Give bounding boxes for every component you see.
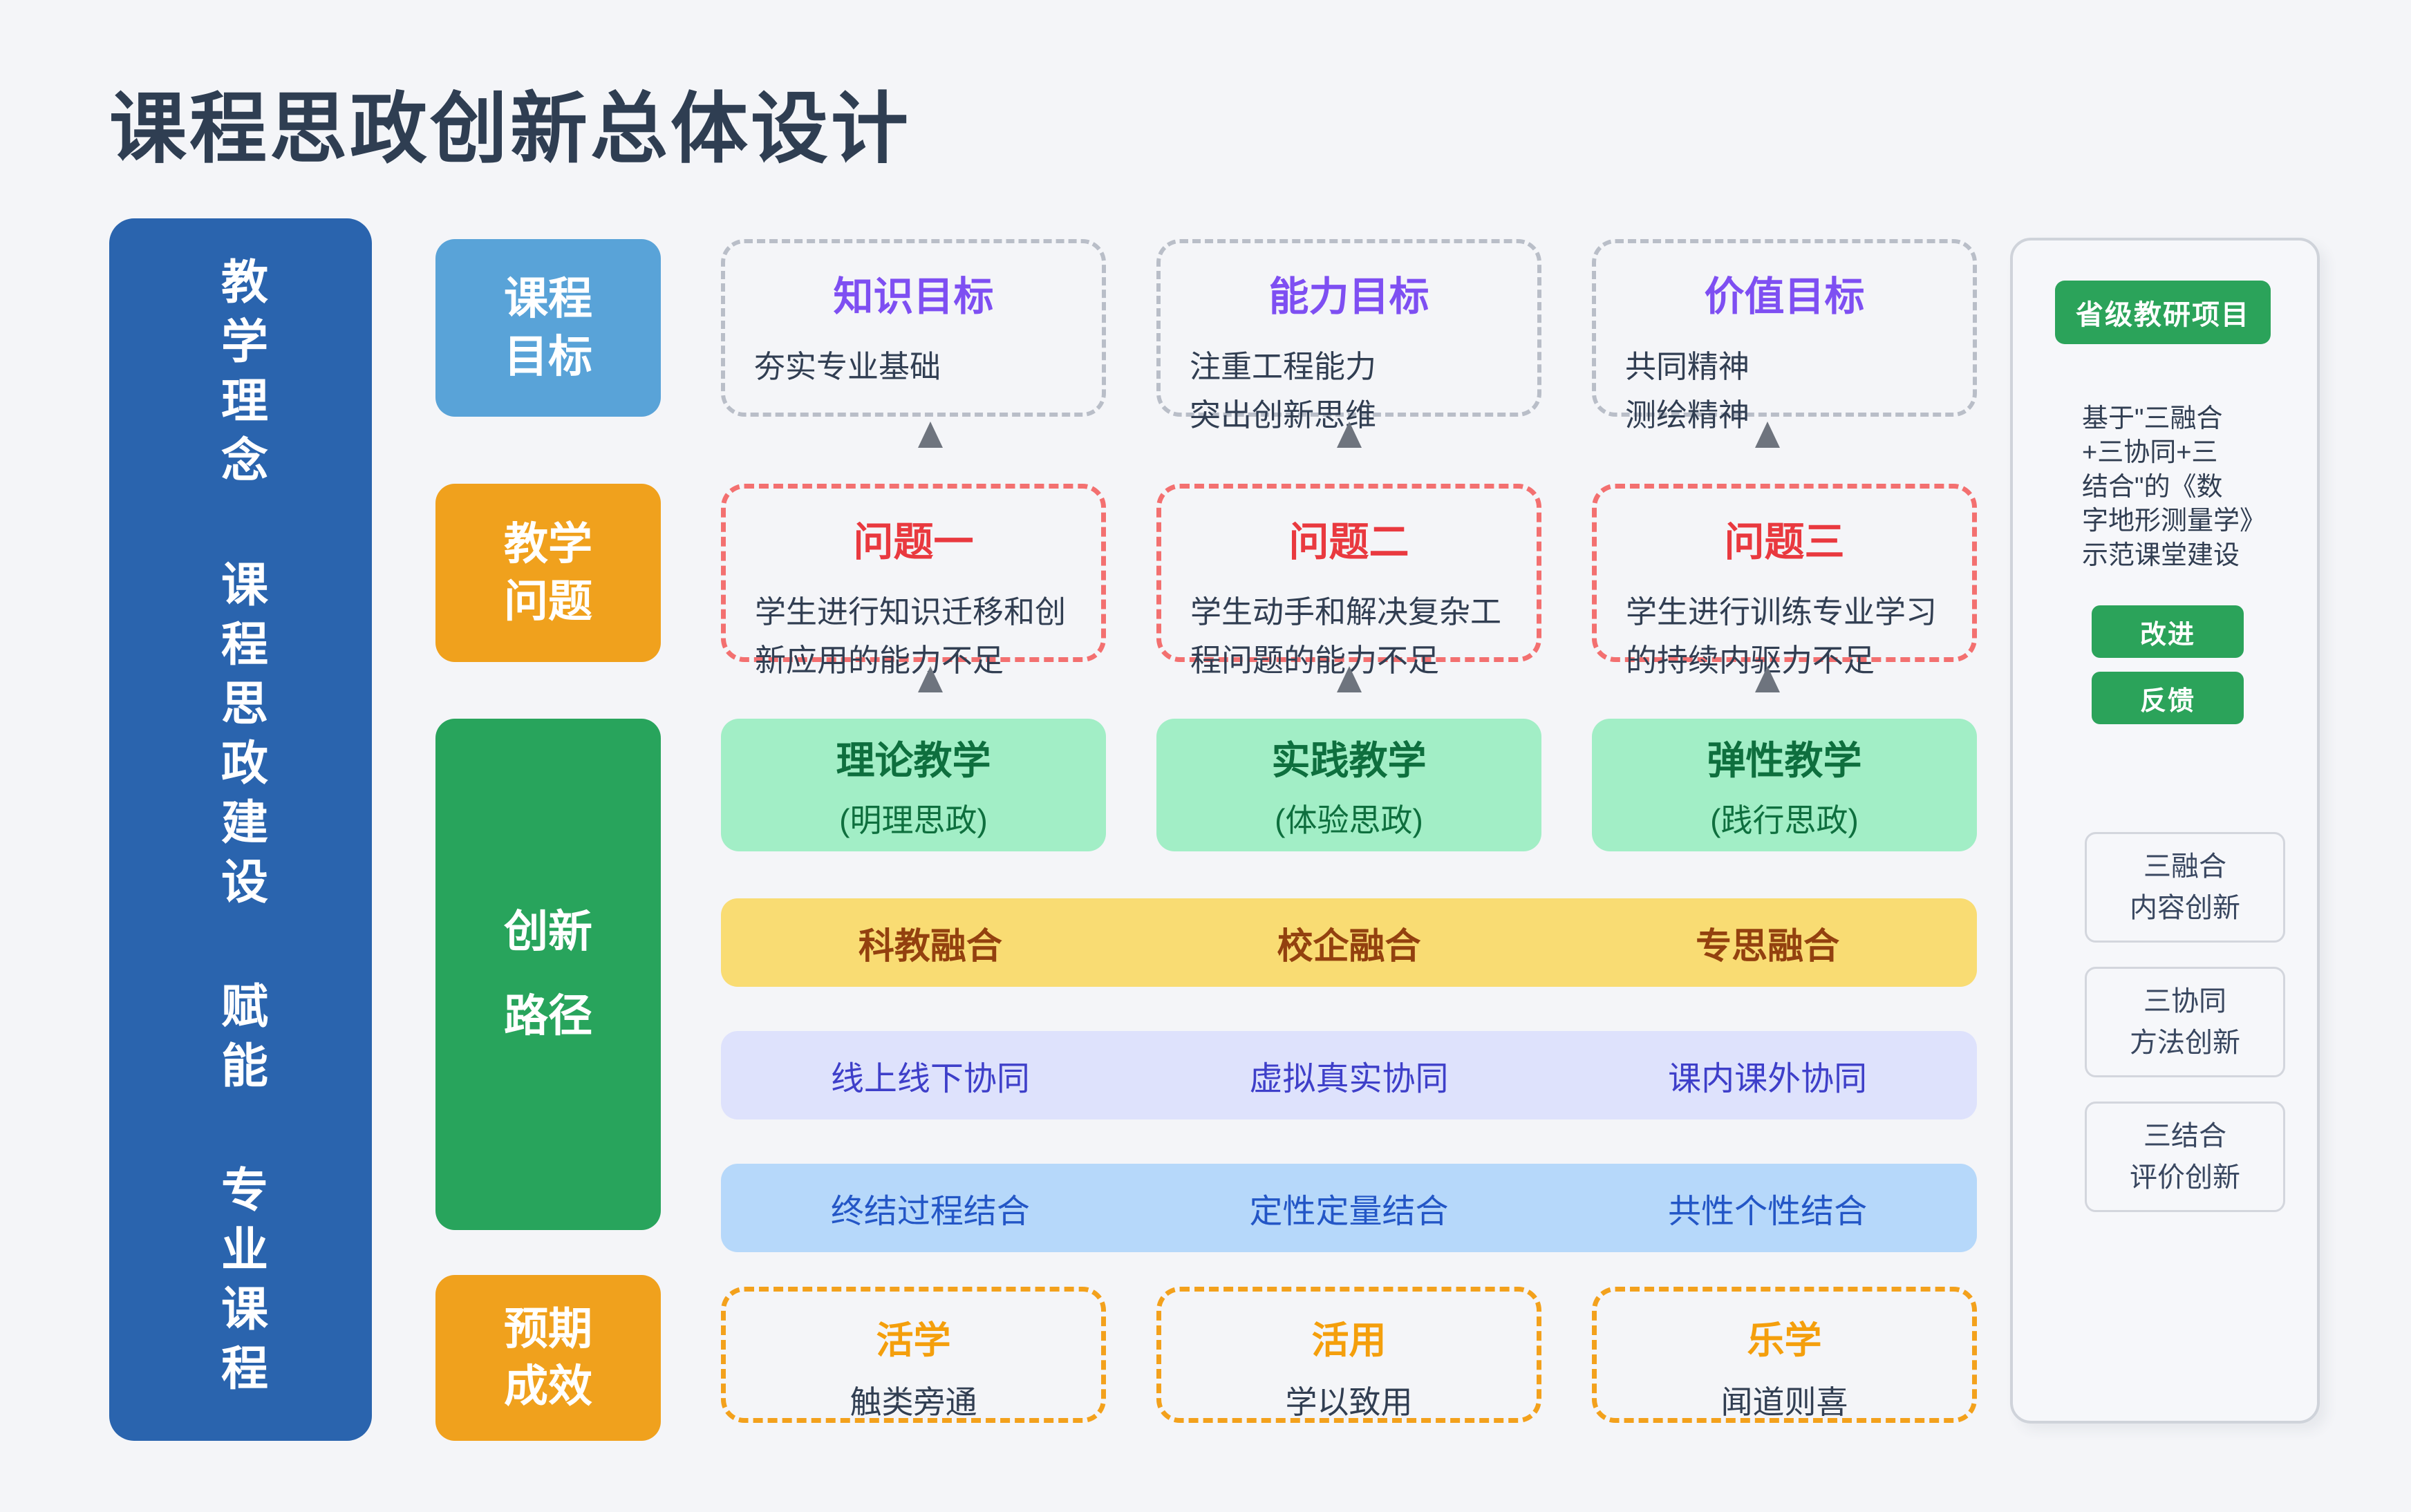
teaching-title: 理论教学 — [836, 738, 991, 782]
teaching-title: 弹性教学 — [1707, 738, 1862, 782]
teaching-box-flexible: 弹性教学 (践行思政) — [1592, 719, 1977, 851]
teaching-subtitle: (体验思政) — [1275, 802, 1423, 838]
teaching-title: 实践教学 — [1271, 738, 1427, 782]
teaching-subtitle: (明理思政) — [839, 802, 988, 838]
problem-box-1: 问题一 学生进行知识迁移和创 新应用的能力不足 — [721, 484, 1106, 678]
side-panel: 省级教研项目 基于"三融合 +三协同+三 结合"的《数 字地形测量学》 示范课堂… — [2010, 238, 2320, 1424]
up-arrow-icon — [1755, 666, 1781, 692]
feedback-button[interactable]: 反馈 — [2092, 672, 2244, 724]
fusion-item-3: 专思融合 — [1696, 926, 1840, 967]
innovation-box-method: 三协同 方法创新 — [2085, 967, 2285, 1077]
innovation-box-content: 三融合 内容创新 — [2085, 832, 2285, 943]
row-label-teaching-problems: 教学 问题 — [435, 484, 661, 662]
combination-item-2: 定性定量结合 — [1249, 1193, 1449, 1230]
problem-body: 学生进行知识迁移和创 新应用的能力不足 — [755, 594, 1067, 678]
outcome-title: 乐学 — [1747, 1320, 1822, 1361]
up-arrow-icon — [1336, 422, 1362, 448]
combination-item-1: 终结过程结合 — [830, 1193, 1030, 1230]
teaching-box-theory: 理论教学 (明理思政) — [721, 719, 1106, 851]
row-label-course-goals: 课程 目标 — [435, 239, 661, 417]
sidebar-theme-bar: 教学理念 课程思政建设 赋能 专业课程 — [109, 218, 372, 1441]
problem-title: 问题三 — [1724, 520, 1845, 565]
goal-title: 价值目标 — [1704, 274, 1865, 319]
goal-box-value: 价值目标 共同精神 测绘精神 — [1592, 239, 1977, 433]
up-arrow-icon — [917, 422, 943, 448]
improve-button[interactable]: 改进 — [2092, 605, 2244, 658]
innovation-box-evaluation: 三结合 评价创新 — [2085, 1102, 2285, 1212]
provincial-project-button[interactable]: 省级教研项目 — [2055, 281, 2271, 344]
synergy-item-3: 课内课外协同 — [1668, 1061, 1868, 1097]
goal-body: 注重工程能力 突出创新思维 — [1190, 349, 1377, 433]
goal-body: 夯实专业基础 — [754, 349, 941, 384]
project-description: 基于"三融合 +三协同+三 结合"的《数 字地形测量学》 示范课堂建设 — [2082, 404, 2267, 570]
goal-box-knowledge: 知识目标 夯实专业基础 — [721, 239, 1106, 417]
problem-box-2: 问题二 学生动手和解决复杂工 程问题的能力不足 — [1156, 484, 1541, 678]
outcome-title: 活学 — [876, 1320, 951, 1361]
arrow-row-lower — [721, 666, 1977, 692]
outcome-box-2: 活用 学以致用 — [1156, 1287, 1541, 1423]
arrow-row-upper — [721, 422, 1977, 448]
row-label-expected-outcomes: 预期 成效 — [435, 1275, 661, 1441]
outcome-box-1: 活学 触类旁通 — [721, 1287, 1106, 1423]
combination-item-3: 共性个性结合 — [1668, 1193, 1868, 1230]
outcome-box-3: 乐学 闻道则喜 — [1592, 1287, 1977, 1423]
row-label-innovation-paths: 创新 路径 — [435, 719, 661, 1230]
problem-body: 学生进行训练专业学习 的持续内驱力不足 — [1626, 594, 1938, 678]
synergy-item-2: 虚拟真实协同 — [1249, 1061, 1449, 1097]
goal-box-ability: 能力目标 注重工程能力 突出创新思维 — [1156, 239, 1541, 433]
up-arrow-icon — [917, 666, 943, 692]
outcome-title: 活用 — [1311, 1320, 1387, 1361]
fusion-item-2: 校企融合 — [1277, 926, 1421, 967]
problem-body: 学生动手和解决复杂工 程问题的能力不足 — [1190, 594, 1502, 678]
fusion-item-1: 科教融合 — [858, 926, 1002, 967]
outcome-body: 触类旁通 — [850, 1384, 977, 1420]
goal-title: 能力目标 — [1268, 274, 1429, 319]
goal-title: 知识目标 — [833, 274, 994, 319]
combination-bar: 终结过程结合 定性定量结合 共性个性结合 — [721, 1164, 1977, 1252]
teaching-subtitle: (践行思政) — [1710, 802, 1859, 838]
teaching-box-practice: 实践教学 (体验思政) — [1156, 719, 1541, 851]
problem-title: 问题一 — [853, 520, 974, 565]
outcome-body: 学以致用 — [1285, 1384, 1413, 1420]
outcome-body: 闻道则喜 — [1720, 1384, 1848, 1420]
synergy-bar: 线上线下协同 虚拟真实协同 课内课外协同 — [721, 1031, 1977, 1119]
fusion-bar: 科教融合 校企融合 专思融合 — [721, 898, 1977, 987]
sidebar-theme-text: 教学理念 课程思政建设 赋能 专业课程 — [214, 256, 267, 1403]
up-arrow-icon — [1336, 666, 1362, 692]
synergy-item-1: 线上线下协同 — [830, 1061, 1030, 1097]
problem-box-3: 问题三 学生进行训练专业学习 的持续内驱力不足 — [1592, 484, 1977, 678]
problem-title: 问题二 — [1288, 520, 1409, 565]
up-arrow-icon — [1755, 422, 1781, 448]
page-title: 课程思政创新总体设计 — [109, 86, 911, 172]
goal-body: 共同精神 测绘精神 — [1625, 349, 1750, 433]
